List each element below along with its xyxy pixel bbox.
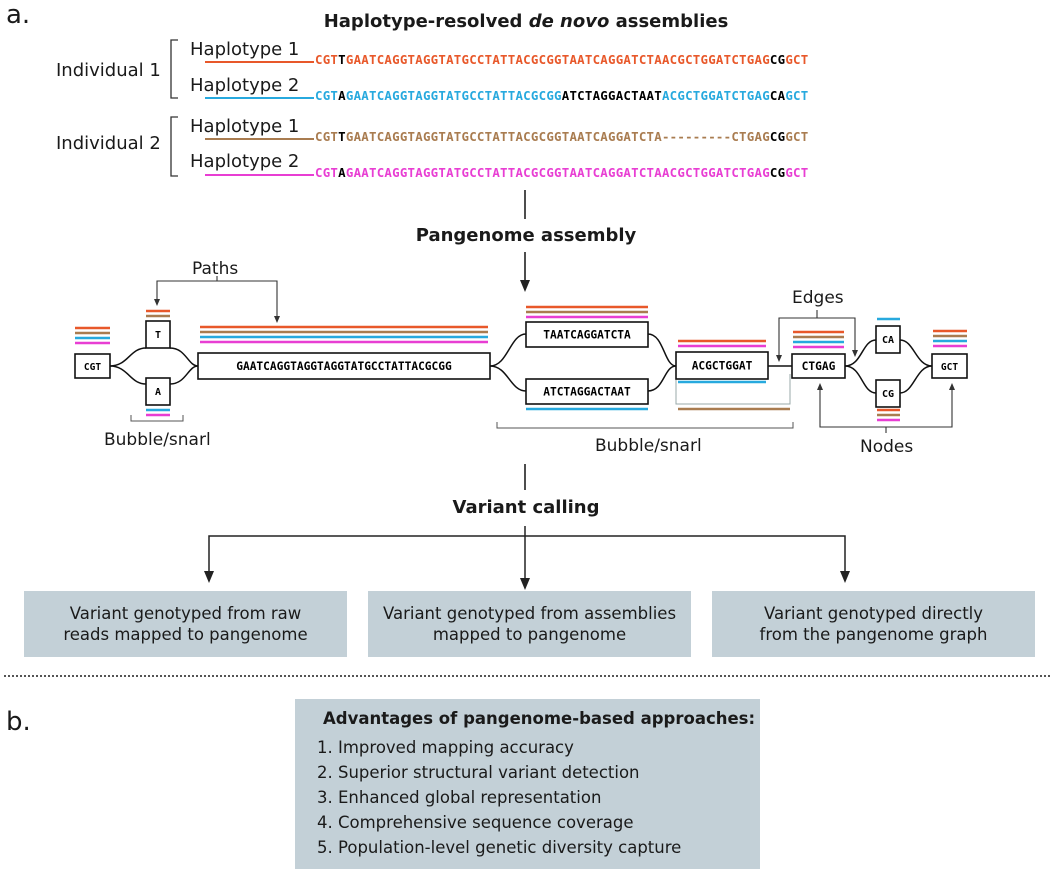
- ind1-hap1-sequence: CGTTGAATCAGGTAGGTATGCCTATTACGCGGTAATCAGG…: [315, 52, 808, 67]
- sequence-segment: ACGCTGGATCTGAG: [661, 88, 770, 103]
- node-a: [145, 377, 171, 406]
- paths-label: Paths: [192, 259, 239, 279]
- sequence-segment: GCT: [785, 88, 809, 103]
- node-top-label: TAATCAGGATCTA: [543, 329, 631, 342]
- ind1-haplotype1-label: Haplotype 1: [190, 39, 300, 60]
- method-box-raw-reads: Variant genotyped from raw reads mapped …: [24, 591, 347, 657]
- flow-arrowhead-1: [520, 280, 530, 292]
- ind2-haplotype1-label: Haplotype 1: [190, 116, 300, 137]
- sequence-segment: T: [338, 129, 346, 144]
- ind1-haplotype2-label: Haplotype 2: [190, 75, 300, 96]
- assemblies-title-pre: Haplotype-resolved: [323, 11, 529, 32]
- node-top: [525, 321, 649, 348]
- sequence-segment: ATCTAGGACTAAT: [561, 88, 662, 103]
- sequence-segment: GAATCAGGTAGGTATGCCTATTACGCGGTAATCAGGATCT…: [345, 165, 770, 180]
- node-cg-label: CG: [882, 389, 894, 400]
- nodes-label: Nodes: [860, 437, 914, 457]
- bubble-mid-bracket: [496, 422, 794, 429]
- sequence-segment: CGT: [315, 165, 339, 180]
- individual-2-brace: [170, 116, 178, 177]
- individual-2-label: Individual 2: [56, 133, 161, 154]
- ind2-haplotype2-label: Haplotype 2: [190, 151, 300, 172]
- sequence-segment: A: [338, 165, 346, 180]
- sequence-segment: CG: [769, 165, 786, 180]
- method-graph-text: Variant genotyped directly from the pang…: [759, 604, 988, 644]
- nodes-annotation: [819, 388, 953, 433]
- edges-label: Edges: [792, 288, 844, 308]
- sequence-segment: GAATCAGGTAGGTATGCCTATTACGCGG: [345, 88, 562, 103]
- method-assemblies-text: Variant genotyped from assemblies mapped…: [382, 604, 677, 644]
- bubble-mid-label: Bubble/snarl: [595, 436, 702, 456]
- node-t: [145, 320, 171, 349]
- panel-label-a: a.: [6, 0, 31, 30]
- node-ctgag-label: CTGAG: [802, 360, 836, 373]
- sequence-segment: GCT: [785, 52, 809, 67]
- sequence-segment: GAATCAGGTAGGTATGCCTATTACGCGGTAATCAGGATCT…: [345, 129, 770, 144]
- advantage-item-4: 4. Comprehensive sequence coverage: [317, 813, 634, 832]
- variant-branches: [208, 526, 846, 580]
- node-gct: [931, 353, 968, 379]
- individual-1-brace: [170, 39, 178, 99]
- node-bottom: [525, 378, 649, 405]
- sequence-segment: T: [338, 52, 346, 67]
- sequence-segment: GCT: [785, 129, 809, 144]
- node-a-label: A: [155, 387, 161, 398]
- panel-label-b: b.: [6, 707, 31, 737]
- node-t-label: T: [155, 330, 161, 341]
- edges-annotation: [778, 310, 856, 357]
- assemblies-title-italic: de novo: [528, 11, 610, 32]
- bubble-left-label: Bubble/snarl: [104, 430, 211, 450]
- sequence-segment: A: [338, 88, 346, 103]
- sequence-segment: CG: [769, 129, 786, 144]
- sequence-segment: GAATCAGGTAGGTATGCCTATTACGCGGTAATCAGGATCT…: [345, 52, 770, 67]
- bubble-left-bracket: [130, 415, 184, 422]
- assemblies-title: Haplotype-resolved de novo assemblies: [0, 11, 1052, 32]
- node-gct-label: GCT: [941, 362, 958, 373]
- method-box-graph: Variant genotyped directly from the pang…: [712, 591, 1035, 657]
- sequence-segment: CA: [769, 88, 786, 103]
- node-acgct: [675, 351, 769, 380]
- method-box-assemblies: Variant genotyped from assemblies mapped…: [368, 591, 691, 657]
- node-bottom-label: ATCTAGGACTAAT: [543, 386, 631, 399]
- method-raw-reads-text: Variant genotyped from raw reads mapped …: [63, 604, 308, 644]
- graph-edges: [109, 333, 933, 405]
- advantage-item-5: 5. Population-level genetic diversity ca…: [317, 838, 682, 857]
- individual-1-label: Individual 1: [56, 60, 161, 81]
- node-ca: [875, 325, 901, 354]
- sequence-segment: GCT: [785, 165, 809, 180]
- sequence-segment: CGT: [315, 129, 339, 144]
- node-long: [197, 352, 491, 380]
- advantages-title: Advantages of pangenome-based approaches…: [323, 709, 756, 728]
- variant-calling-title: Variant calling: [452, 497, 600, 518]
- sequence-segment: CGT: [315, 88, 339, 103]
- node-cgt-label: CGT: [84, 362, 101, 373]
- assemblies-title-post: assemblies: [609, 11, 729, 32]
- node-cg: [875, 379, 901, 408]
- advantage-item-1: 1. Improved mapping accuracy: [317, 738, 574, 757]
- advantages-box: Advantages of pangenome-based approaches…: [295, 699, 760, 869]
- pangenome-title: Pangenome assembly: [415, 225, 637, 246]
- advantage-item-3: 3. Enhanced global representation: [317, 788, 602, 807]
- advantage-item-2: 2. Superior structural variant detection: [317, 763, 640, 782]
- node-long-label: GAATCAGGTAGGTAGGTATGCCTATTACGCGG: [236, 360, 452, 373]
- ind2-hap2-sequence: CGTAGAATCAGGTAGGTATGCCTATTACGCGGTAATCAGG…: [315, 165, 808, 180]
- path-bars: [75, 305, 967, 422]
- ind2-hap1-sequence: CGTTGAATCAGGTAGGTATGCCTATTACGCGGTAATCAGG…: [315, 129, 808, 144]
- node-ca-label: CA: [882, 335, 894, 346]
- ind1-hap2-sequence: CGTAGAATCAGGTAGGTATGCCTATTACGCGGATCTAGGA…: [315, 88, 808, 103]
- sequence-segment: CG: [769, 52, 786, 67]
- paths-annotation: [156, 276, 278, 318]
- node-acgct-label: ACGCTGGAT: [692, 360, 753, 373]
- node-ctgag: [791, 353, 846, 379]
- sequence-segment: CGT: [315, 52, 339, 67]
- node-cgt: [74, 353, 111, 379]
